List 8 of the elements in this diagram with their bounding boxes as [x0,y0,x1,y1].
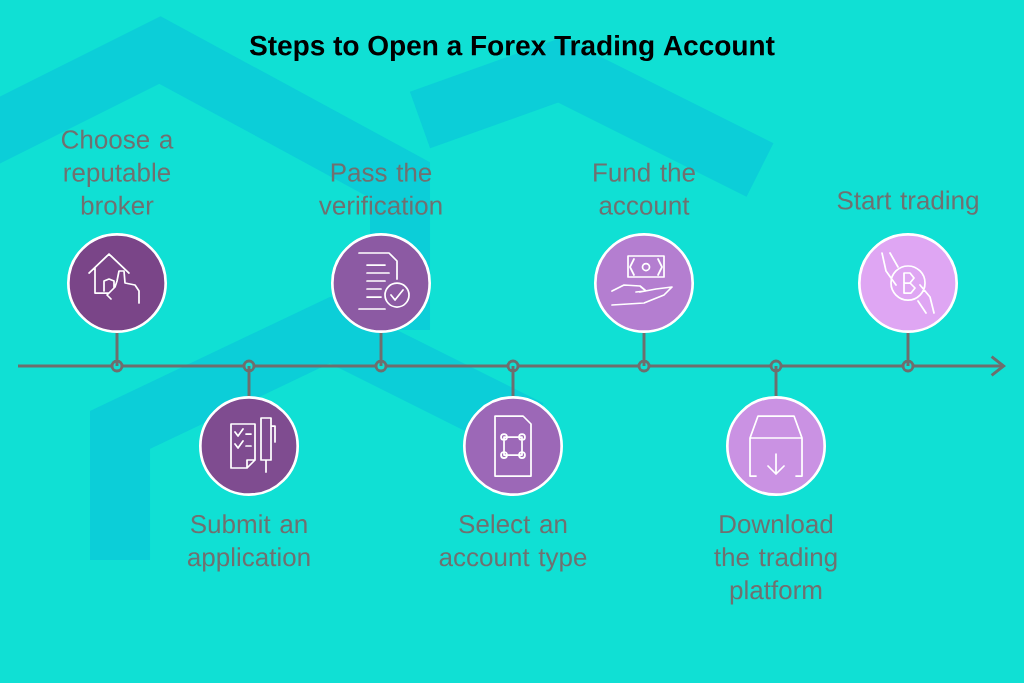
step-label: Submit an application [187,514,310,572]
step-label: Fund the account [594,162,695,215]
step-label: Download the trading platform [714,514,837,605]
step-label: Pass the verification [318,162,442,215]
title: Steps to Open a Forex Trading Account [249,34,775,62]
step-label: Start trading [837,190,978,215]
step-label: Choose a reputable broker [61,129,174,215]
step-label: Select an account type [439,514,587,572]
